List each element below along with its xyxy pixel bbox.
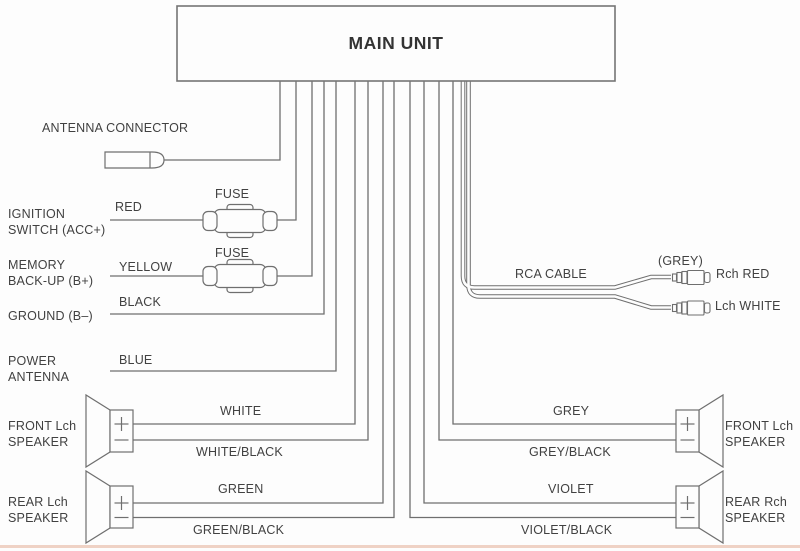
wire-color-label-grey: GREY <box>553 404 590 418</box>
terminal-label-line: MEMORY <box>8 258 66 272</box>
plus-terminal <box>114 496 129 510</box>
speaker-label-line: FRONT Lch <box>725 419 794 433</box>
speaker-label-front-left: FRONT Lch SPEAKER <box>8 418 76 450</box>
terminal-label-ground: GROUND (B–) <box>8 309 93 323</box>
antenna-connector-label: ANTENNA CONNECTOR <box>42 121 189 135</box>
terminal-label-line: POWER <box>8 354 57 368</box>
speaker-label-line: REAR Rch <box>725 495 788 509</box>
speaker-icon-front-right <box>675 393 724 469</box>
speaker-label-rear-right: REAR Rch SPEAKER <box>725 494 787 526</box>
wire-color-label-white-black: WHITE/BLACK <box>196 445 283 459</box>
plus-terminal <box>680 496 695 510</box>
speaker-label-front-right: FRONT Lch SPEAKER <box>725 418 793 450</box>
wire-green-black <box>133 81 395 519</box>
terminal-label-power-antenna: POWER ANTENNA <box>8 353 69 385</box>
rca-sheath-label: (GREY) <box>658 254 703 268</box>
wire-color-label-black: BLACK <box>119 295 161 309</box>
fuse-icon-yellow <box>202 258 278 294</box>
wire-red <box>110 81 297 221</box>
rca-plug-label-lch: Lch WHITE <box>715 299 781 313</box>
wire-color-label-yellow: YELLOW <box>119 260 173 274</box>
wire-color-label-red: RED <box>115 200 142 214</box>
antenna-plug-icon <box>104 151 165 169</box>
wire-blue <box>110 81 337 372</box>
wire-violet <box>423 81 676 504</box>
fuse-icon-red <box>202 203 278 239</box>
main-unit-box <box>176 5 616 82</box>
rca-plug-lch-icon <box>671 300 711 316</box>
fuse-label-1: FUSE <box>215 187 250 201</box>
wire-grey <box>452 81 676 425</box>
speaker-label-rear-left: REAR Lch SPEAKER <box>8 494 68 526</box>
speaker-label-line: FRONT Lch <box>8 419 77 433</box>
plus-terminal <box>114 417 129 431</box>
terminal-label-memory-backup: MEMORY BACK-UP (B+) <box>8 257 93 289</box>
speaker-icon-front-left <box>85 393 134 469</box>
wire-green <box>133 81 384 504</box>
rca-cable-label: RCA CABLE <box>515 267 587 281</box>
rca-plug-rch-icon <box>671 269 711 286</box>
main-unit-title: MAIN UNIT <box>348 33 444 53</box>
scan-artifact-line <box>0 545 800 548</box>
speaker-icon-rear-right <box>675 469 724 545</box>
rca-tube-rch-core <box>461 81 671 289</box>
plus-terminal <box>680 417 695 431</box>
wire-antenna <box>163 81 281 161</box>
wire-white <box>133 81 356 425</box>
speaker-label-line: SPEAKER <box>8 435 69 449</box>
speaker-label-line: SPEAKER <box>8 511 69 525</box>
wire-color-label-green: GREEN <box>218 482 264 496</box>
fuse-label-2: FUSE <box>215 246 250 260</box>
wire-yellow <box>110 81 313 277</box>
terminal-label-ignition-switch: IGNITION SWITCH (ACC+) <box>8 206 105 238</box>
speaker-icon-rear-left <box>85 469 134 545</box>
wire-color-label-white: WHITE <box>220 404 262 418</box>
rca-cable <box>460 81 671 310</box>
terminal-label-line: ANTENNA <box>8 370 70 384</box>
speaker-label-line: REAR Lch <box>8 495 68 509</box>
wire-color-label-violet-black: VIOLET/BLACK <box>521 523 613 537</box>
wires <box>110 81 676 519</box>
wire-black <box>110 81 325 315</box>
rca-tube-lch-core <box>467 81 671 309</box>
terminal-label-line: IGNITION <box>8 207 66 221</box>
speaker-label-line: SPEAKER <box>725 435 786 449</box>
wire-color-label-blue: BLUE <box>119 353 153 367</box>
wire-white-black <box>133 81 369 441</box>
rca-tube-rch-outline <box>460 81 671 290</box>
wire-grey-black <box>438 81 676 441</box>
rca-plug-label-rch: Rch RED <box>716 267 770 281</box>
terminal-label-line: BACK-UP (B+) <box>8 274 94 288</box>
wire-color-label-grey-black: GREY/BLACK <box>529 445 611 459</box>
wire-color-label-green-black: GREEN/BLACK <box>193 523 285 537</box>
wire-color-label-violet: VIOLET <box>548 482 594 496</box>
terminal-label-line: SWITCH (ACC+) <box>8 223 106 237</box>
speaker-label-line: SPEAKER <box>725 511 786 525</box>
wire-violet-black <box>409 81 676 519</box>
